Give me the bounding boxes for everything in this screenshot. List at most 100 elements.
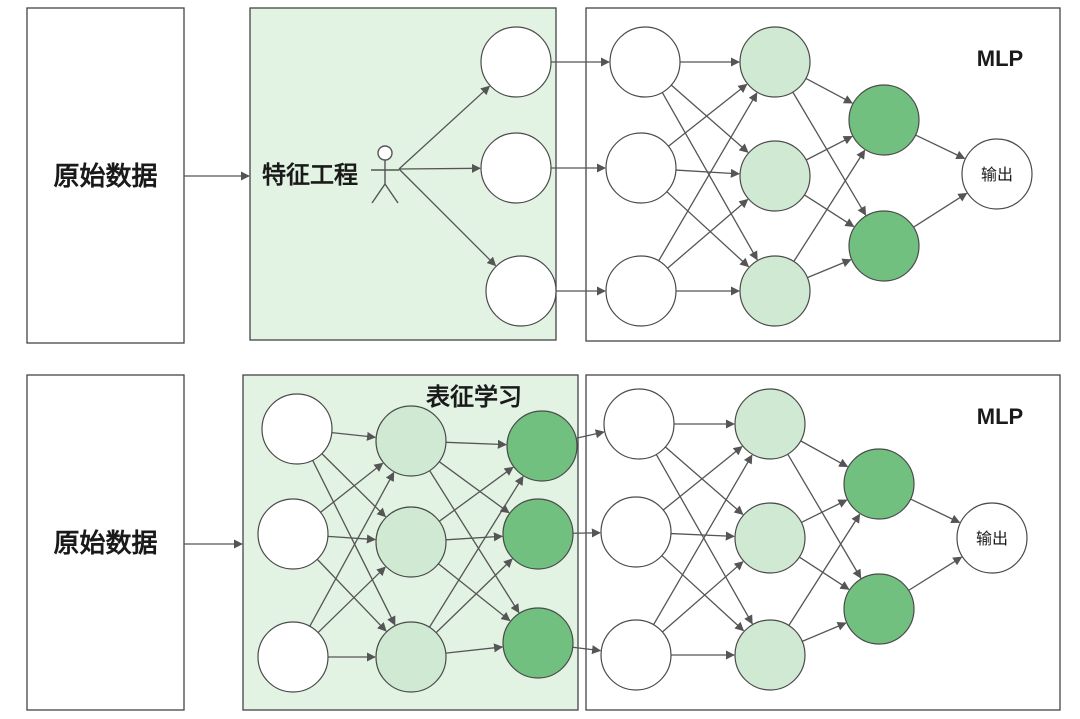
- top-mlp-l2-l3-edge-2-0: [793, 149, 866, 262]
- bottom-raw-data-label: 原始数据: [53, 529, 157, 559]
- bottom-raw-data-box: [26, 374, 185, 711]
- top-mlp-l1-l2-edge-1-0: [668, 83, 748, 147]
- bottom-mlp-l1-node-0: [603, 388, 675, 460]
- top-feature-node-1: [480, 132, 552, 204]
- bottom-mlp-l1-l2-edge-1-1: [670, 531, 735, 541]
- bottom-rl-l2-l3-edge-2-2: [445, 643, 504, 654]
- bottom-mlp-output-node: [956, 502, 1028, 574]
- top-mlp-l2-node-1: [739, 140, 811, 212]
- bottom-edges: [184, 419, 963, 662]
- bottom-mlp-l2-l3-edge-2-0: [788, 513, 861, 626]
- top-edges: [184, 57, 968, 296]
- bottom-mlp-l3-out-edge-1: [908, 556, 963, 591]
- bottom-mlp-l1-node-1: [600, 496, 672, 568]
- bottom-mlp-l1-l2-edge-2-0: [652, 454, 753, 626]
- bottom-rl-l2-l3-edge-2-0: [428, 475, 524, 628]
- bottom-rl-l2-l3-edge-0-0: [445, 439, 507, 449]
- top-raw-data-box: [26, 7, 185, 344]
- top-mlp-l3-node-0: [848, 84, 920, 156]
- top-mlp-l1-l2-edge-0-2: [661, 92, 758, 261]
- bottom-mlp-l2-l3-edge-1-1: [798, 556, 850, 590]
- top-mlp-l2-l3-edge-1-1: [804, 194, 855, 228]
- bottom-mlp-l1-l2-edge-0-1: [664, 446, 744, 515]
- top-mlp-l2-node-0: [739, 26, 811, 98]
- bottom-mlp-l1-l2-edge-1-2: [661, 555, 745, 632]
- bottom-mlp-l2-l3-edge-0-1: [787, 453, 862, 579]
- bottom-rl-l1-l2-edge-0-0: [331, 431, 377, 441]
- top-mlp-l1-l2-edge-1-2: [666, 191, 750, 268]
- bottom-rl-l1-l2-edge-2-1: [317, 566, 386, 634]
- top-mlp-l3-node-1: [848, 210, 920, 282]
- top-mlp-l3-out-edge-0: [915, 134, 966, 160]
- bottom-mlp-l3-node-0: [843, 448, 915, 520]
- bottom-mlp-l2-l3-edge-1-0: [801, 499, 848, 524]
- top-mlp-l1-l2-edge-2-0: [658, 92, 758, 262]
- top-row: 原始数据 特征工程 MLP 输出: [26, 7, 1061, 344]
- top-mlp-l2-l3-edge-0-0: [805, 77, 854, 104]
- bottom-rl-l3-node-2: [502, 607, 574, 679]
- bottom-rl-to-mlp-edge-1: [572, 528, 601, 538]
- bottom-rl-l1-node-0: [261, 393, 333, 465]
- top-mlp-l1-l2-edge-0-1: [670, 84, 749, 153]
- top-mlp-l2-node-2: [739, 255, 811, 327]
- top-person-to-feature-edge-2: [398, 168, 497, 267]
- bottom-row: 原始数据 表征学习 MLP 输出: [26, 374, 1061, 711]
- bottom-mlp-l2-node-1: [734, 502, 806, 574]
- representation-learning-label: 表征学习: [426, 383, 522, 411]
- bottom-mlp-l2-l3-edge-2-1: [801, 621, 847, 642]
- bottom-rl-l1-l2-edge-0-2: [312, 460, 396, 626]
- bottom-mlp-label: MLP: [977, 404, 1023, 429]
- top-raw-data-label: 原始数据: [53, 162, 157, 192]
- bottom-rl-l2-node-0: [375, 405, 447, 477]
- bottom-mlp-l1-l2-edge-2-1: [661, 561, 744, 633]
- bottom-rl-l1-l2-edge-1-2: [316, 558, 387, 632]
- bottom-rl-l1-node-2: [257, 621, 329, 693]
- top-mlp-l2-l3-edge-1-0: [805, 135, 853, 161]
- top-feature-node-0: [480, 26, 552, 98]
- bottom-rl-to-mlp-edge-2: [572, 645, 602, 655]
- top-mlp-l1-node-2: [605, 255, 677, 327]
- bottom-rl-l2-node-1: [375, 506, 447, 578]
- bottom-rl-l2-l3-edge-0-1: [438, 461, 510, 514]
- top-mlp-l1-node-0: [609, 26, 681, 98]
- bottom-mlp-l2-node-2: [734, 619, 806, 691]
- bottom-rl-l3-node-1: [502, 498, 574, 570]
- bottom-rl-to-mlp-edge-0: [575, 429, 605, 439]
- bottom-rl-l2-l3-edge-1-0: [438, 466, 514, 522]
- bottom-rl-l2-node-2: [375, 621, 447, 693]
- bottom-rl-l1-node-1: [257, 498, 329, 570]
- bottom-mlp-l2-l3-edge-0-0: [800, 440, 849, 468]
- bottom-rl-l3-node-0: [506, 410, 578, 482]
- bottom-mlp-l2-node-0: [734, 388, 806, 460]
- top-person-to-feature-edge-1: [398, 163, 481, 173]
- bottom-mlp-l3-out-edge-0: [910, 498, 961, 524]
- bottom-mlp-l1-node-2: [600, 619, 672, 691]
- bottom-rl-l2-l3-edge-1-1: [445, 532, 503, 542]
- person-icon: [371, 145, 399, 204]
- top-output-label: 输出: [981, 165, 1013, 184]
- top-nodes: [480, 26, 1033, 327]
- bottom-rl-l2-l3-edge-0-2: [429, 470, 520, 614]
- top-mlp-l1-l2-edge-2-1: [667, 198, 749, 269]
- top-mlp-output-node: [961, 138, 1033, 210]
- bottom-rl-l2-l3-edge-1-2: [437, 563, 511, 622]
- bottom-mlp-l3-node-1: [843, 573, 915, 645]
- feature-engineering-label: 特征工程: [262, 161, 358, 189]
- top-mlp-l2-l3-edge-2-1: [807, 258, 852, 279]
- bottom-nodes: [257, 388, 1028, 693]
- top-mlp-label: MLP: [977, 46, 1023, 71]
- top-mlp-l1-l2-edge-1-1: [675, 168, 740, 178]
- bottom-mlp-l1-l2-edge-0-2: [655, 454, 753, 625]
- top-mlp-l1-node-1: [605, 132, 677, 204]
- top-feature-node-2: [485, 255, 557, 327]
- top-mlp-l2-l3-edge-0-1: [792, 91, 867, 216]
- top-person-to-feature-edge-0: [398, 85, 491, 170]
- bottom-mlp-l1-l2-edge-1-0: [662, 446, 743, 511]
- bottom-output-label: 输出: [976, 529, 1008, 548]
- bottom-rl-l2-l3-edge-2-1: [435, 558, 513, 634]
- bottom-rl-l1-l2-edge-2-0: [309, 471, 395, 627]
- bottom-rl-l1-l2-edge-1-1: [327, 534, 376, 544]
- bottom-rl-l1-l2-edge-1-0: [320, 462, 384, 513]
- top-mlp-l3-out-edge-1: [913, 192, 968, 228]
